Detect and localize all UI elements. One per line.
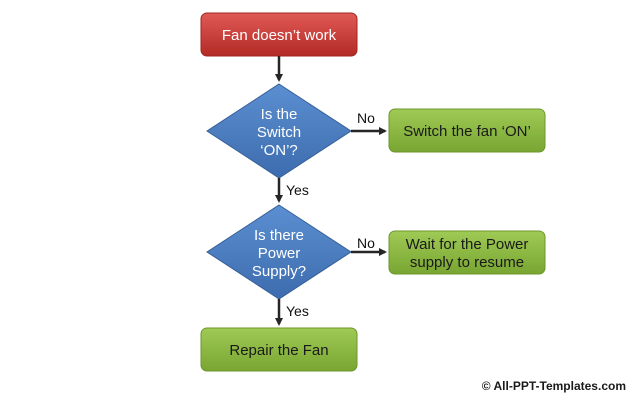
start-node: Fan doesn’t work: [200, 12, 358, 57]
copyright-credit: © All-PPT-Templates.com: [481, 379, 626, 393]
end-node-repair: Repair the Fan: [200, 327, 358, 372]
decision1-line-2: Switch: [257, 124, 301, 141]
decision1-line-1: Is the: [261, 106, 298, 123]
start-node-label: Fan doesn’t work: [222, 27, 337, 44]
decision1-line-3: ‘ON’?: [260, 142, 298, 159]
edge-label-yes-1: Yes: [286, 182, 309, 198]
action2-line-2: supply to resume: [410, 254, 524, 271]
decision-node-power: Is there Power Supply?: [206, 204, 352, 300]
decision2-line-3: Supply?: [252, 263, 306, 280]
end-node-label: Repair the Fan: [229, 342, 328, 359]
edge-label-no-2: No: [357, 235, 375, 251]
action-node-switch-on: Switch the fan ‘ON’: [388, 108, 546, 153]
action-node-wait-power: Wait for the Power supply to resume: [388, 230, 546, 275]
edge-label-yes-2: Yes: [286, 303, 309, 319]
decision2-line-1: Is there: [254, 227, 304, 244]
action1-label: Switch the fan ‘ON’: [403, 123, 531, 140]
decision-node-switch: Is the Switch ‘ON’?: [206, 83, 352, 179]
edge-label-no-1: No: [357, 110, 375, 126]
decision2-line-2: Power: [258, 245, 301, 262]
action2-line-1: Wait for the Power: [406, 236, 529, 253]
